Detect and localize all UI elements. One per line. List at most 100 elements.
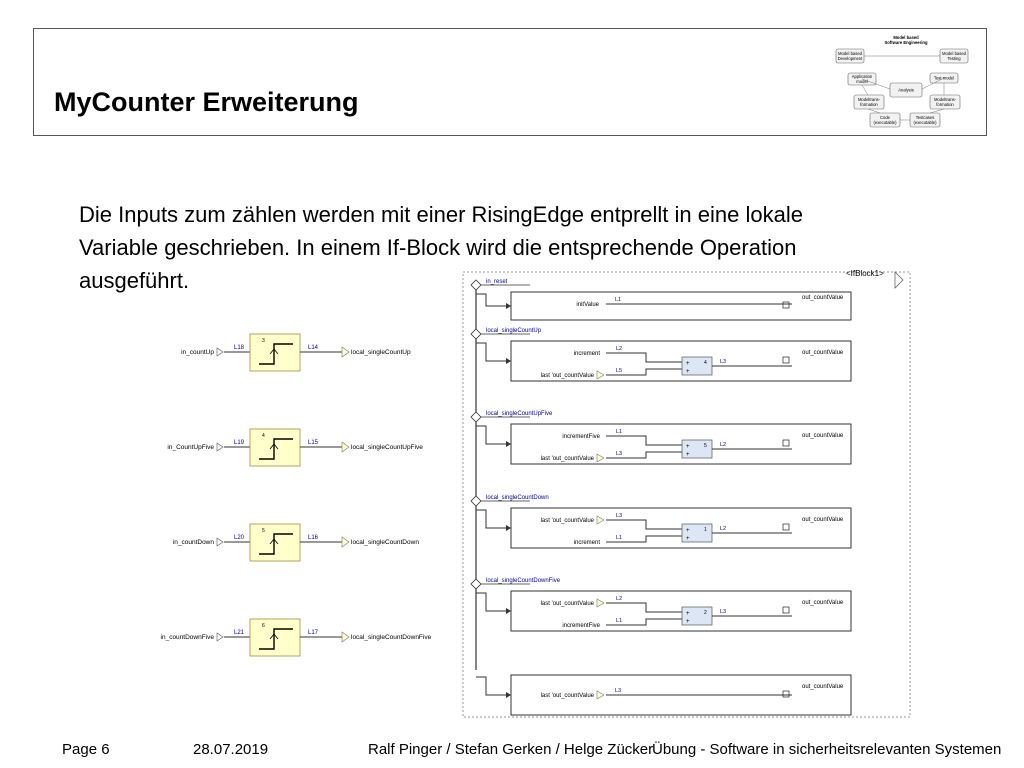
rising-edge-arrow-icon xyxy=(269,633,279,640)
mbse-title-2: Software Engineering xyxy=(884,40,927,45)
if-condition-label: local_singleCountDownFive xyxy=(486,578,561,584)
if-wire xyxy=(606,535,682,543)
rising-edge-block[interactable] xyxy=(249,618,301,657)
if-output-marker-icon xyxy=(782,606,790,614)
last-value-port-icon xyxy=(596,453,605,463)
if-wire xyxy=(606,519,682,530)
rising-edge-block[interactable] xyxy=(249,523,301,562)
last-value-port-icon xyxy=(596,370,605,380)
edge-output-port xyxy=(341,441,350,453)
if-branch-link xyxy=(476,293,511,307)
sum-plus-icon: + xyxy=(686,369,690,375)
if-branch: local_singleCountUpFiveout_countValueinc… xyxy=(470,411,852,465)
if-line-label: L3 xyxy=(720,609,726,615)
body-text: Die Inputs zum zählen werden mit einer R… xyxy=(79,198,959,297)
if-input-label: increment xyxy=(574,540,601,546)
if-input-label: increment xyxy=(574,351,601,357)
if-block-resize-handle[interactable] xyxy=(894,271,904,289)
mbse-dev-1: Model based xyxy=(838,51,863,56)
footer-date: 28.07.2019 xyxy=(193,741,269,758)
if-branch: in_reset out_countValue initValue L1 xyxy=(470,279,852,321)
if-output-label: out_countValue xyxy=(802,295,844,301)
if-input-label: last 'out_countValue xyxy=(541,456,595,462)
edge-output-port xyxy=(341,631,350,643)
footer-authors: Ralf Pinger / Stefan Gerken / Helge Zück… xyxy=(368,741,654,758)
mbse-test-1: Model based xyxy=(942,51,967,56)
if-wire xyxy=(606,451,682,459)
sum-block-number: 2 xyxy=(704,610,707,616)
if-wire xyxy=(606,435,682,446)
if-output-label: out_countValue xyxy=(802,517,844,523)
rising-edge-icon xyxy=(259,533,293,555)
rising-edge-row: in_countDownFiveL216L17local_singleCount… xyxy=(161,618,432,657)
rising-edge-block[interactable] xyxy=(249,333,301,372)
mbse-diagram: Model based Software Engineering Model b… xyxy=(835,35,969,128)
edge-block-number: 3 xyxy=(262,338,265,344)
edge-input-label: in_countDownFive xyxy=(161,634,215,641)
if-line-label: L1 xyxy=(615,297,621,303)
mbse-tc-1: Testcases xyxy=(916,115,935,120)
if-output-marker-icon xyxy=(782,690,790,698)
if-condition-label: in_reset xyxy=(486,279,508,285)
edge-block-number: 6 xyxy=(262,623,265,629)
sum-plus-icon: + xyxy=(686,536,690,542)
mbse-mt-right-1: Modeltrans- xyxy=(934,97,957,102)
edge-out-line-label: L15 xyxy=(308,440,319,446)
mbse-analysis: Analysis xyxy=(898,88,914,93)
rising-edge-arrow-icon xyxy=(269,538,279,545)
edge-output-label: local_singleCountUp xyxy=(351,349,411,356)
if-output-marker-icon xyxy=(782,301,790,309)
sum-plus-icon: + xyxy=(686,444,690,450)
if-input-label: initValue xyxy=(576,302,599,308)
edge-input-port xyxy=(216,537,224,547)
sum-plus-icon: + xyxy=(686,361,690,367)
if-input-label: last 'out_countValue xyxy=(541,601,595,607)
if-branch-arrow-icon xyxy=(506,525,511,531)
rising-edge-arrow-icon xyxy=(269,443,279,450)
last-value-port-icon xyxy=(596,515,605,525)
mbse-test-model: Test model xyxy=(934,76,954,81)
edge-in-line-label: L20 xyxy=(234,535,245,541)
rising-edge-block[interactable] xyxy=(249,428,301,467)
edge-input-label: in_countUp xyxy=(181,349,214,356)
sum-plus-icon: + xyxy=(686,611,690,617)
edge-input-port xyxy=(216,442,224,452)
if-wire xyxy=(606,368,682,376)
if-branch-box[interactable] xyxy=(510,340,852,382)
edge-input-port xyxy=(216,632,224,642)
if-condition-diamond-icon xyxy=(470,411,482,423)
rising-edge-icon xyxy=(259,343,293,365)
if-output-marker-icon xyxy=(782,356,790,364)
if-input-label: last 'out_countValue xyxy=(541,693,595,699)
if-branch-box[interactable] xyxy=(510,507,852,549)
if-line-label: L3 xyxy=(616,513,622,519)
body-line-3: ausgeführt. xyxy=(79,268,190,293)
if-output-marker-icon xyxy=(782,439,790,447)
if-output-label: out_countValue xyxy=(802,433,844,439)
if-branch-box[interactable] xyxy=(510,291,852,321)
if-line-label: L1 xyxy=(616,618,622,624)
mbse-mt-right-2: formation xyxy=(936,102,954,107)
mbse-tc-2: (executable) xyxy=(913,120,937,125)
rising-edge-icon xyxy=(259,438,293,460)
edge-input-label: in_countDown xyxy=(173,539,215,546)
sum-plus-icon: + xyxy=(686,619,690,625)
title-box: MyCounter Erweiterung Model based Softwa xyxy=(33,28,987,136)
edge-output-label: local_singleCountUpFive xyxy=(351,444,423,451)
last-value-port-icon xyxy=(596,690,605,700)
edge-in-line-label: L19 xyxy=(234,440,245,446)
mbse-title-1: Model based xyxy=(893,35,919,40)
if-condition-diamond-icon xyxy=(470,328,482,340)
mbse-code-1: Code xyxy=(880,115,891,120)
footer-page: Page 6 xyxy=(62,741,110,758)
if-condition-label: local_singleCountDown xyxy=(486,495,549,501)
if-output-label: out_countValue xyxy=(802,350,844,356)
if-branch-box[interactable] xyxy=(510,590,852,632)
if-input-label: incrementFive xyxy=(562,623,600,629)
if-branch-arrow-icon xyxy=(506,692,511,698)
sum-plus-icon: + xyxy=(686,528,690,534)
if-input-label: last 'out_countValue xyxy=(541,373,595,379)
if-branch-arrow-icon xyxy=(506,441,511,447)
